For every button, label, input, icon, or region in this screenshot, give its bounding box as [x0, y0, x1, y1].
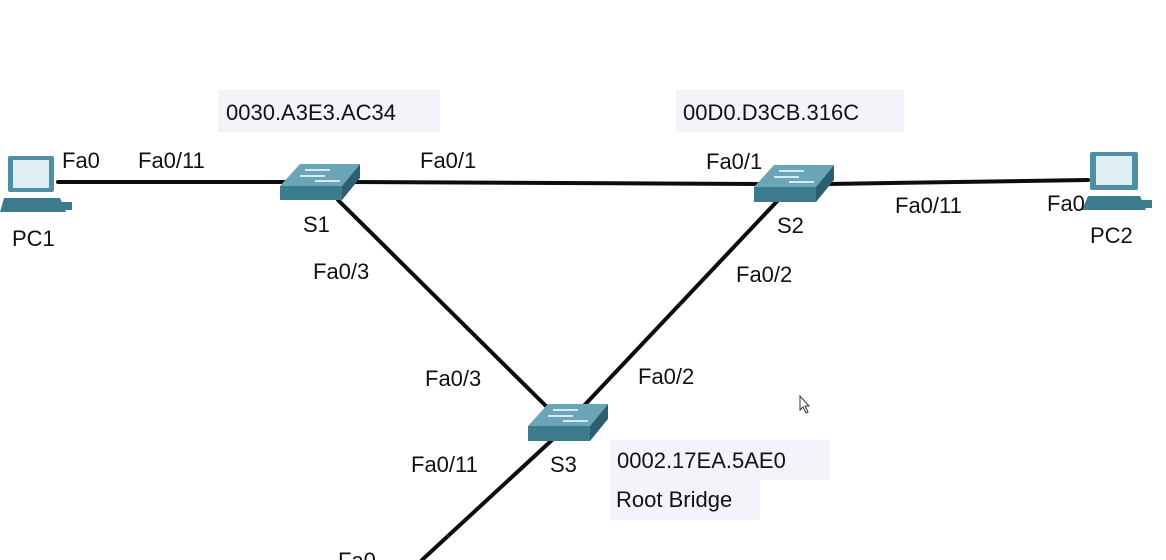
switch-front	[754, 187, 816, 202]
port-label-s2-fa0-2: Fa0/2	[736, 262, 792, 287]
s1-name-label: S1	[303, 212, 330, 237]
switch-arrows-icon	[300, 169, 340, 182]
s3-name-label: S3	[550, 452, 577, 477]
port-label-s1-fa0-3: Fa0/3	[313, 259, 369, 284]
s3-note-box	[610, 480, 760, 520]
pc2-computer-icon[interactable]	[1082, 152, 1152, 210]
switch-side	[590, 404, 608, 441]
s2-name-label: S2	[777, 213, 804, 238]
port-label-s2-fa0-1: Fa0/1	[706, 149, 762, 174]
switch-side	[816, 165, 834, 202]
pc2-name-label: PC2	[1090, 223, 1133, 248]
s2-mac-label: 00D0.D3CB.316C	[683, 100, 859, 125]
mouse-cursor-icon	[799, 394, 811, 414]
s3-mac-label: 0002.17EA.5AE0	[617, 448, 786, 473]
link-s2-pc2	[826, 178, 1090, 186]
port-label-offscreen-fa0: Fa0	[338, 548, 376, 560]
port-label-s1-fa0-1: Fa0/1	[420, 148, 476, 173]
s3-root-bridge-label: Root Bridge	[616, 487, 732, 512]
port-label-s1-fa0-11: Fa0/11	[138, 148, 205, 173]
port-label-s2-fa0-11: Fa0/11	[895, 193, 962, 218]
pc1-computer-icon[interactable]	[0, 156, 72, 212]
switch-s2[interactable]	[754, 165, 834, 202]
s1-mac-label: 0030.A3E3.AC34	[226, 100, 396, 125]
port-label-pc2-fa0: Fa0	[1047, 191, 1085, 216]
port-label-s3-fa0-3: Fa0/3	[425, 366, 481, 391]
pc1-name-label: PC1	[12, 226, 55, 251]
switch-arrows-icon	[774, 170, 814, 183]
s3-mac-box	[610, 440, 830, 480]
switch-arrows-icon	[548, 409, 588, 422]
switch-side	[342, 164, 360, 200]
port-label-s3-fa0-11: Fa0/11	[411, 452, 478, 477]
port-label-pc1-fa0: Fa0	[62, 148, 100, 173]
switch-front	[528, 426, 590, 441]
links	[56, 178, 1090, 560]
s1-mac-box	[218, 90, 440, 132]
switch-front	[280, 186, 342, 200]
link-s2-s3	[576, 194, 784, 414]
link-s1-s2	[348, 180, 762, 186]
s2-mac-box	[676, 90, 904, 132]
link-s3-offscreen	[420, 438, 554, 560]
link-s1-s3	[336, 198, 554, 414]
switch-s3[interactable]	[528, 404, 608, 441]
port-label-s3-fa0-2: Fa0/2	[638, 364, 694, 389]
switch-s1[interactable]	[280, 164, 360, 200]
